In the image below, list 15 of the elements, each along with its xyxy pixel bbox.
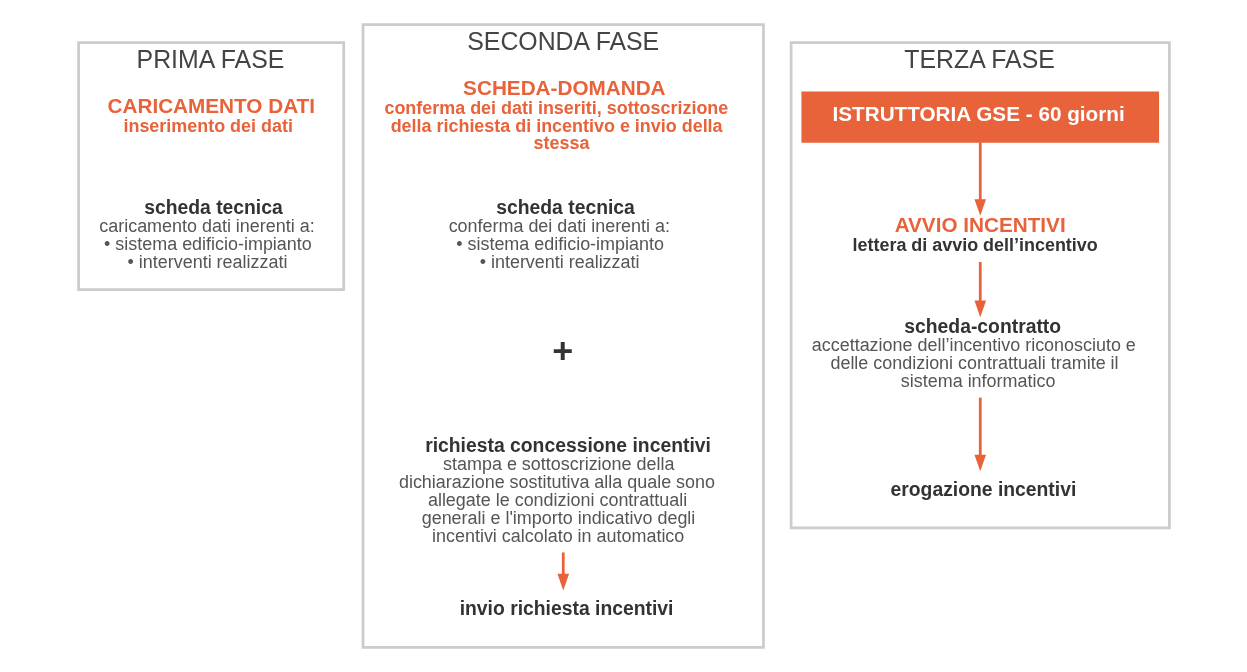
node-text: scheda tecnica caricamento dati inerenti a: • sistema edificio-impianto • interventi realizzati [98,197,315,273]
arrow [973,142,986,216]
arrow [556,552,569,591]
node-text: scheda-contratto accettazione dell’incentivo riconosciuto e delle condizioni contrattuali tramite il sistema informatico [811,315,1136,391]
arrow [973,397,986,472]
node-text: AVVIO INCENTIVI lettera di avvio dell’incentivo [852,213,1098,255]
node-text: erogazione incentivi [890,478,1076,500]
node-text: scheda tecnica conferma dei dati inerenti a: • sistema edificio-impianto • interventi realizzati [448,197,670,273]
node-text: invio richiesta incentivi [459,598,673,620]
node-text: richiesta concessione incentivi stampa e sottoscrizione della dichiarazione sostitutiva alla quale sono allegate le condizioni contrattuali generali e l'importo indicativo degli incentivi calcolato in automatico [398,434,715,546]
node-text: CARICAMENTO DATI inserimento dei dati [107,94,315,136]
node-box: ISTRUTTORIA GSE - 60 giorni [800,91,1159,143]
node-text: SCHEDA-DOMANDA conferma dei dati inseriti, sottoscrizione della richiesta di incentivo e invio della stessa [383,76,728,154]
label: + [551,330,573,371]
arrow [973,262,986,318]
